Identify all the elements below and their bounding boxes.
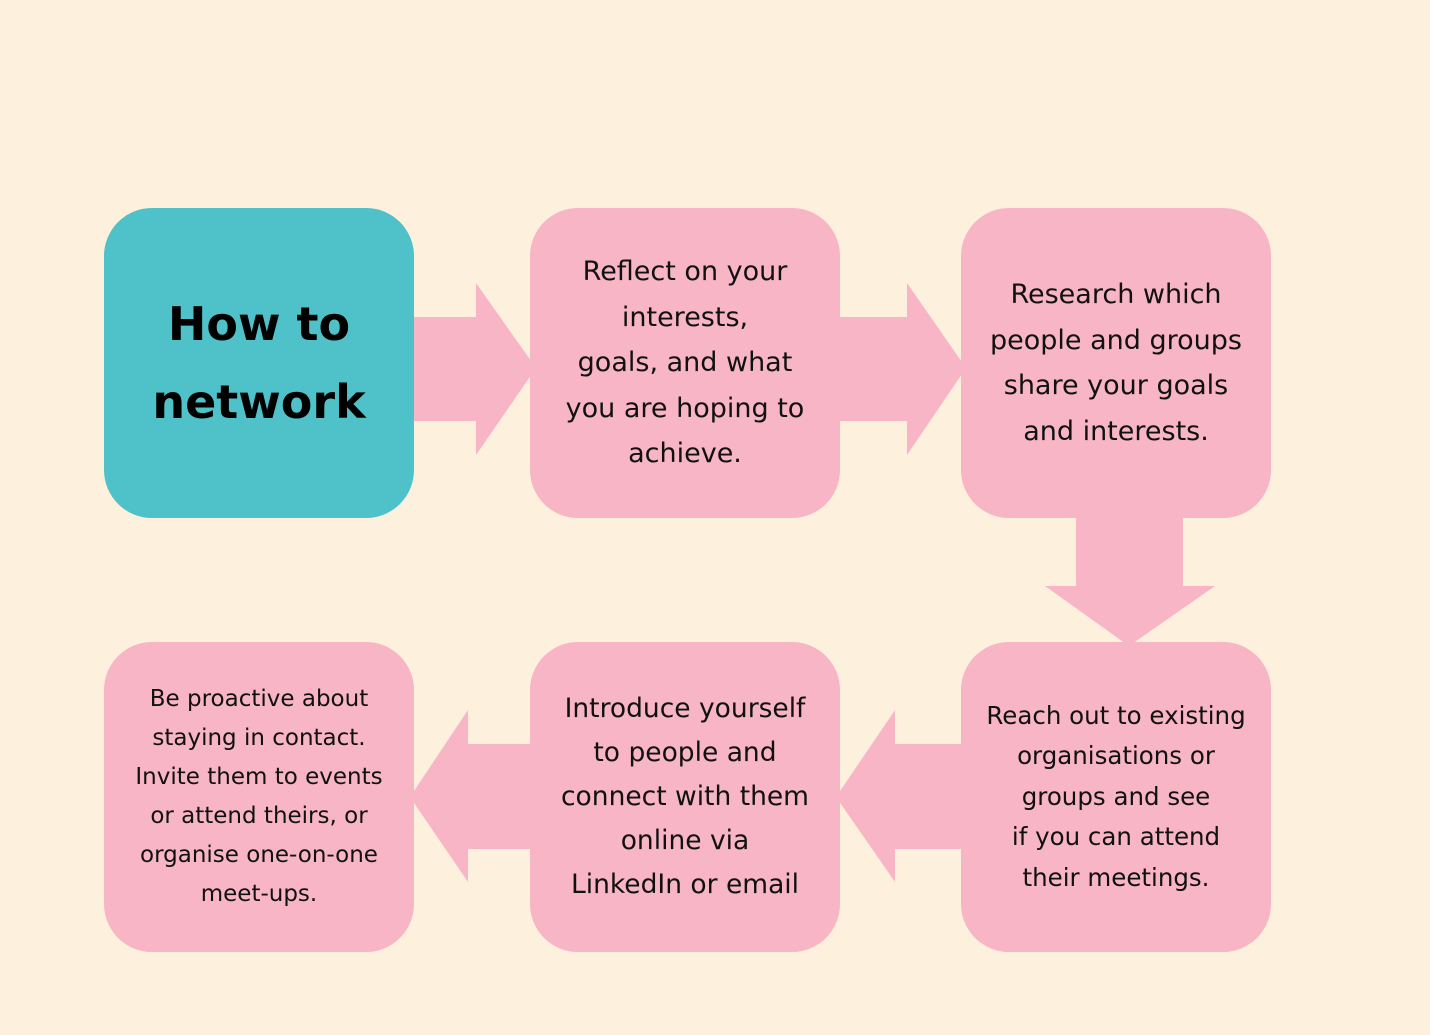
arrow-left-2 xyxy=(410,710,536,882)
arrow-left-1 xyxy=(836,710,966,882)
step-text: Research which people and groups share y… xyxy=(990,279,1242,447)
step-reach-out: Reach out to existing organisations or g… xyxy=(961,642,1271,952)
step-text: Introduce yourself to people and connect… xyxy=(560,693,809,900)
step-text: Reflect on your interests, goals, and wh… xyxy=(565,256,805,470)
arrow-down xyxy=(1045,512,1215,646)
step-introduce: Introduce yourself to people and connect… xyxy=(530,642,840,952)
diagram-title: How to network xyxy=(152,297,366,429)
title-box: How to network xyxy=(104,208,414,518)
step-text: Reach out to existing organisations or g… xyxy=(986,700,1246,892)
step-reflect: Reflect on your interests, goals, and wh… xyxy=(530,208,840,518)
step-research: Research which people and groups share y… xyxy=(961,208,1271,518)
step-text: Be proactive about staying in contact. I… xyxy=(135,686,383,907)
arrow-right-2 xyxy=(836,283,966,455)
arrow-right-1 xyxy=(410,283,536,455)
step-stay-in-contact: Be proactive about staying in contact. I… xyxy=(104,642,414,952)
